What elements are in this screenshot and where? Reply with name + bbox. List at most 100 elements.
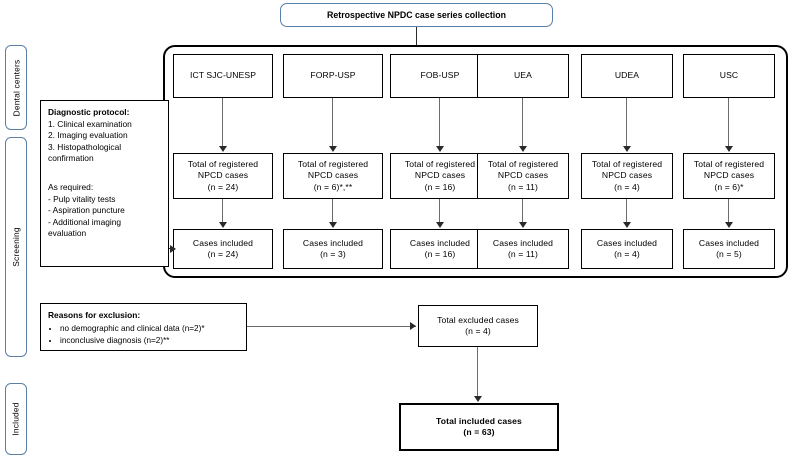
connector-registered-3-to-included — [522, 199, 524, 222]
registered-box-uea[interactable]: Total of registered NPCD cases (n = 11) — [477, 153, 569, 199]
center-box-udea[interactable]: UDEA — [581, 54, 673, 98]
stage-label-included-text: Included — [11, 402, 22, 436]
connector-registered-2-to-included — [439, 199, 441, 222]
included-box-fob-usp[interactable]: Cases included (n = 16) — [390, 229, 490, 269]
arrowhead-exclusion-to-total-excluded — [410, 322, 416, 330]
registered-text-4: Total of registered NPCD cases (n = 4) — [590, 159, 664, 194]
center-box-ict-sjc-unesp[interactable]: ICT SJC-UNESP — [173, 54, 273, 98]
protocol-item-3: 3. Histopathological — [48, 141, 122, 152]
connector-center-2-to-registered — [439, 98, 441, 146]
registered-n-1: (n = 6)*,** — [313, 181, 353, 192]
included-box-udea[interactable]: Cases included (n = 4) — [581, 229, 673, 269]
stage-label-screening: Screening — [5, 137, 27, 357]
included-n-2: (n = 16) — [424, 249, 456, 259]
connector-center-0-to-registered — [222, 98, 224, 146]
registered-box-forp-usp[interactable]: Total of registered NPCD cases (n = 6)*,… — [283, 153, 383, 199]
included-text-3: Cases included (n = 11) — [491, 238, 555, 261]
arrowhead-center-4 — [623, 146, 631, 152]
arrowhead-included-total — [474, 396, 482, 402]
registered-line1-1: Total of registered — [297, 158, 369, 169]
center-label-uea: UEA — [514, 70, 532, 81]
included-line1-4: Cases included — [596, 237, 658, 248]
center-box-usc[interactable]: USC — [683, 54, 775, 98]
connector-registered-5-to-included — [728, 199, 730, 222]
included-text-4: Cases included (n = 4) — [595, 238, 659, 261]
registered-line2-1: NPCD cases — [307, 170, 359, 181]
connector-center-4-to-registered — [626, 98, 628, 146]
included-text-5: Cases included (n = 5) — [697, 238, 761, 261]
connector-excluded-to-included-total — [477, 347, 479, 396]
total-included-box[interactable]: Total included cases (n = 63) — [399, 403, 559, 451]
arrowhead-protocol-to-included-0 — [170, 245, 176, 253]
connector-center-5-to-registered — [728, 98, 730, 146]
title-box-label: Retrospective NPDC case series collectio… — [327, 10, 506, 20]
arrowhead-registered-1 — [329, 222, 337, 228]
registered-text-3: Total of registered NPCD cases (n = 11) — [486, 159, 560, 194]
protocol-subheading: As required: — [48, 181, 94, 192]
protocol-item-3-cont: confirmation — [48, 153, 94, 164]
center-label-usc: USC — [719, 70, 739, 81]
total-excluded-text: Total excluded cases (n = 4) — [435, 315, 521, 338]
registered-line1-2: Total of registered — [404, 158, 476, 169]
registered-box-ict-sjc-unesp[interactable]: Total of registered NPCD cases (n = 24) — [173, 153, 273, 199]
included-text-0: Cases included (n = 24) — [191, 238, 255, 261]
center-box-forp-usp[interactable]: FORP-USP — [283, 54, 383, 98]
registered-line1-5: Total of registered — [693, 158, 765, 169]
exclusion-reason-1: no demographic and clinical data (n=2)* — [60, 323, 239, 335]
total-excluded-line1: Total excluded cases — [437, 314, 519, 325]
total-included-line1: Total included cases — [436, 415, 522, 426]
total-included-text: Total included cases (n = 63) — [434, 416, 524, 439]
stage-label-screening-text: Screening — [11, 227, 22, 267]
registered-line1-0: Total of registered — [187, 158, 259, 169]
registered-box-udea[interactable]: Total of registered NPCD cases (n = 4) — [581, 153, 673, 199]
included-box-ict-sjc-unesp[interactable]: Cases included (n = 24) — [173, 229, 273, 269]
connector-registered-0-to-included — [222, 199, 224, 222]
connector-center-3-to-registered — [522, 98, 524, 146]
connector-exclusion-to-total-excluded — [247, 326, 416, 328]
arrowhead-registered-0 — [219, 222, 227, 228]
registered-n-5: (n = 6)* — [714, 181, 744, 192]
arrowhead-center-3 — [519, 146, 527, 152]
registered-line2-3: NPCD cases — [497, 170, 549, 181]
center-label-udea: UDEA — [614, 70, 640, 81]
included-line1-1: Cases included — [302, 237, 364, 248]
connector-center-1-to-registered — [332, 98, 334, 146]
total-excluded-box[interactable]: Total excluded cases (n = 4) — [418, 305, 538, 347]
registered-text-5: Total of registered NPCD cases (n = 6)* — [692, 159, 766, 194]
protocol-subitem-2: - Aspiration puncture — [48, 205, 125, 216]
exclusion-heading: Reasons for exclusion: — [48, 310, 141, 320]
protocol-subitem-3: - Additional imaging — [48, 216, 122, 227]
title-box: Retrospective NPDC case series collectio… — [280, 3, 553, 27]
included-line1-5: Cases included — [698, 237, 760, 248]
registered-n-0: (n = 24) — [207, 181, 239, 192]
included-n-4: (n = 4) — [614, 249, 640, 259]
registered-box-fob-usp[interactable]: Total of registered NPCD cases (n = 16) — [390, 153, 490, 199]
included-line1-0: Cases included — [192, 237, 254, 248]
registered-line2-5: NPCD cases — [703, 170, 755, 181]
included-line1-3: Cases included — [492, 237, 554, 248]
arrowhead-center-0 — [219, 146, 227, 152]
registered-line2-2: NPCD cases — [414, 170, 466, 181]
registered-n-2: (n = 16) — [424, 181, 456, 192]
center-box-uea[interactable]: UEA — [477, 54, 569, 98]
registered-line1-3: Total of registered — [487, 158, 559, 169]
stage-label-dental-centers-text: Dental centers — [11, 59, 21, 116]
registered-line1-4: Total of registered — [591, 158, 663, 169]
arrowhead-registered-5 — [725, 222, 733, 228]
center-label-ict-sjc-unesp: ICT SJC-UNESP — [189, 70, 257, 81]
included-n-5: (n = 5) — [716, 249, 742, 259]
included-line1-2: Cases included — [409, 237, 471, 248]
included-box-usc[interactable]: Cases included (n = 5) — [683, 229, 775, 269]
exclusion-reason-2: inconclusive diagnosis (n=2)** — [60, 335, 239, 347]
included-box-forp-usp[interactable]: Cases included (n = 3) — [283, 229, 383, 269]
protocol-heading: Diagnostic protocol: — [48, 107, 130, 117]
center-box-fob-usp[interactable]: FOB-USP — [390, 54, 490, 98]
connector-registered-4-to-included — [626, 199, 628, 222]
included-text-2: Cases included (n = 16) — [408, 238, 472, 261]
protocol-subitem-1: - Pulp vitality tests — [48, 193, 116, 204]
registered-box-usc[interactable]: Total of registered NPCD cases (n = 6)* — [683, 153, 775, 199]
connector-title-to-group — [416, 27, 418, 45]
arrowhead-center-1 — [329, 146, 337, 152]
included-box-uea[interactable]: Cases included (n = 11) — [477, 229, 569, 269]
